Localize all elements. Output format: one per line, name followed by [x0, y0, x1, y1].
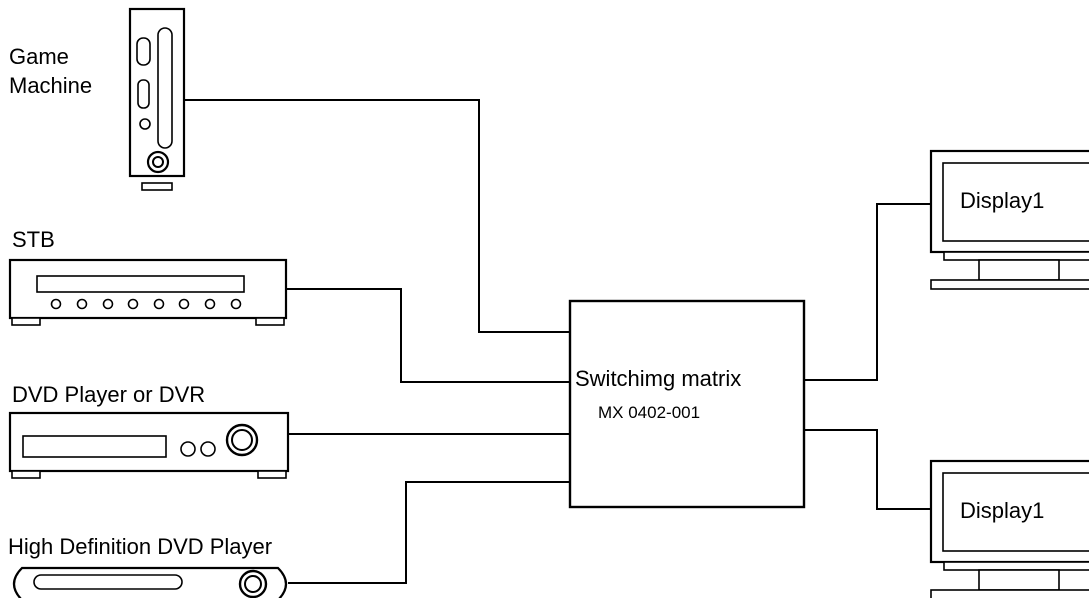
game-machine-label-line1: Game — [9, 44, 69, 69]
output-connections — [804, 203, 931, 510]
matrix-title: Switchimg matrix — [575, 366, 741, 391]
source-connections — [184, 99, 570, 584]
stb-label: STB — [12, 227, 55, 252]
display-2-icon — [929, 459, 1089, 598]
display2-cable — [804, 429, 931, 510]
display1-cable — [804, 203, 931, 381]
game-machine-icon — [128, 7, 186, 191]
matrix-model: MX 0402-001 — [598, 403, 700, 422]
hd-dvd-player-icon — [12, 566, 288, 598]
switching-matrix: Switchimg matrix MX 0402-001 — [568, 299, 806, 509]
hd-dvd-cable — [288, 481, 570, 584]
display-2-label: Display1 — [960, 498, 1044, 523]
dvd-label: DVD Player or DVR — [12, 382, 205, 407]
hd-dvd-label: High Definition DVD Player — [8, 534, 272, 559]
display-1-icon — [929, 149, 1089, 290]
dvd-player-icon — [8, 411, 290, 479]
display-1-label: Display1 — [960, 188, 1044, 213]
stb-cable — [286, 288, 570, 383]
game-machine-label-line2: Machine — [9, 73, 92, 98]
stb-icon — [8, 258, 288, 326]
game-machine-cable — [184, 99, 570, 333]
